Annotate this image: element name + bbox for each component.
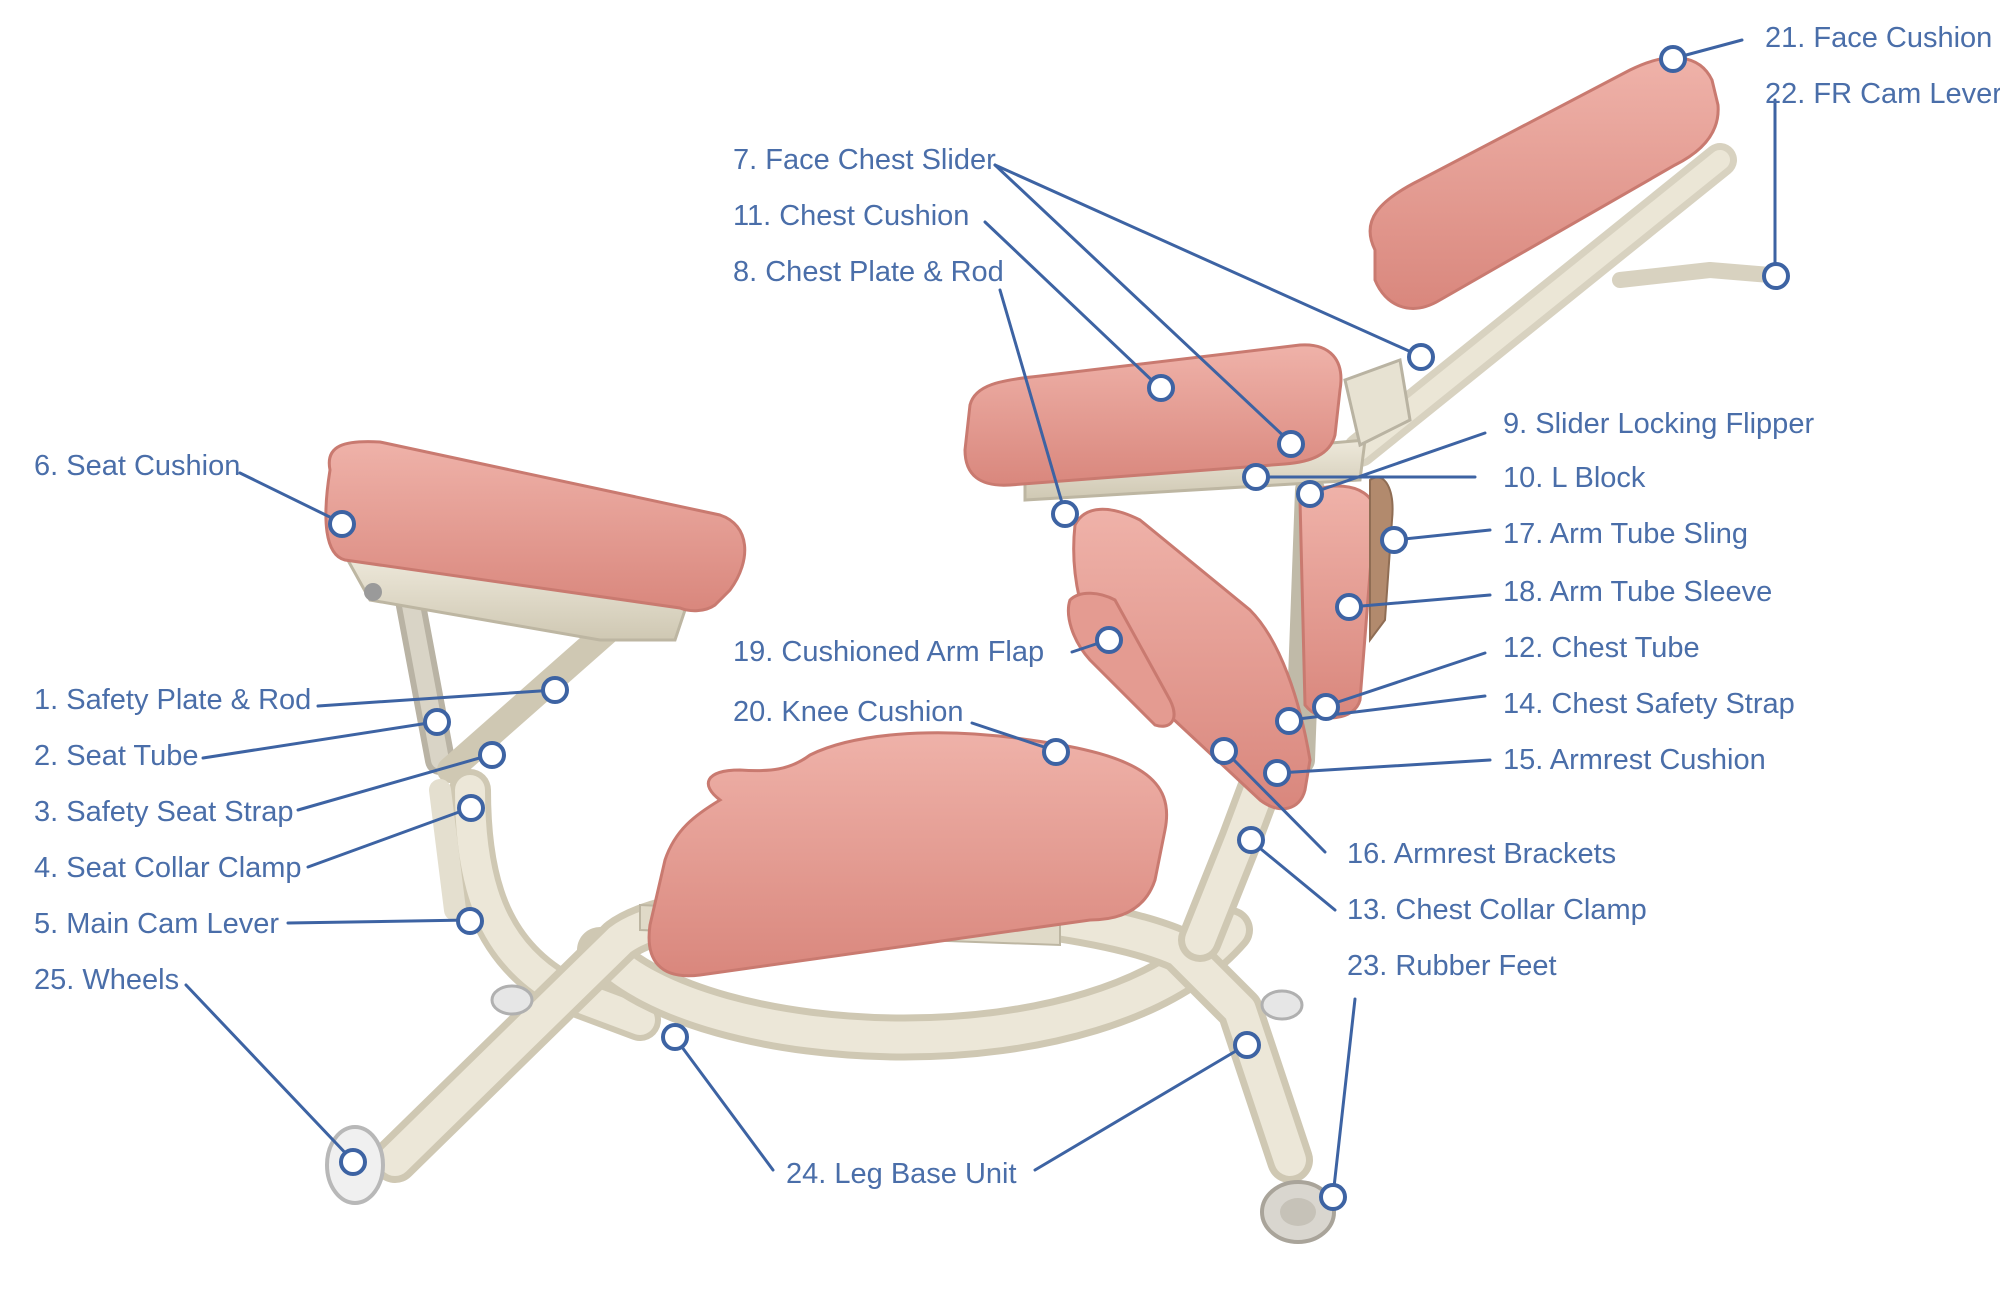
marker-15: [1263, 759, 1291, 787]
marker-3: [478, 741, 506, 769]
leader-line-15: [1276, 758, 1492, 775]
leader-line-23: [1331, 997, 1357, 1198]
leader-line-25: [184, 983, 354, 1162]
leader-line-22: [1773, 98, 1779, 277]
label-chest-plate-rod: 8. Chest Plate & Rod: [733, 256, 1004, 288]
marker-4: [457, 794, 485, 822]
label-face-chest-slider: 7. Face Chest Slider: [733, 144, 996, 176]
cushions-group: [324, 56, 1720, 978]
marker-12: [1312, 693, 1340, 721]
arm-tube-sling-shape: [1369, 476, 1394, 643]
label-arm-tube-sling: 17. Arm Tube Sling: [1503, 518, 1749, 550]
leader-line-13: [1248, 838, 1337, 912]
label-chest-safety-strap: 14. Chest Safety Strap: [1503, 688, 1795, 720]
label-chest-cushion: 11. Chest Cushion: [733, 200, 970, 232]
leader-line-3: [296, 753, 492, 812]
marker-24a: [661, 1023, 689, 1051]
seat-cushion-shape: [324, 440, 747, 613]
callout-markers: [328, 45, 1790, 1211]
marker-24b: [1233, 1031, 1261, 1059]
marker-10: [1242, 463, 1270, 491]
marker-23: [1319, 1183, 1347, 1211]
label-chest-tube: 12. Chest Tube: [1503, 632, 1700, 664]
leader-line-24b: [1033, 1043, 1248, 1172]
marker-8: [1051, 500, 1079, 528]
marker-17: [1380, 526, 1408, 554]
face-slider-block: [1343, 357, 1412, 448]
marker-2: [423, 708, 451, 736]
label-arm-tube-sleeve: 18. Arm Tube Sleeve: [1503, 576, 1773, 608]
leader-line-9: [1310, 431, 1487, 495]
label-chest-collar-clamp: 13. Chest Collar Clamp: [1347, 894, 1647, 926]
label-seat-cushion: 6. Seat Cushion: [34, 450, 241, 482]
label-safety-plate-rod: 1. Safety Plate & Rod: [34, 684, 312, 716]
label-armrest-brackets: 16. Armrest Brackets: [1347, 838, 1617, 870]
label-rubber-feet: 23. Rubber Feet: [1347, 950, 1557, 982]
marker-21: [1659, 45, 1687, 73]
main-cam-lever-shape: [429, 779, 466, 921]
marker-7b: [1407, 343, 1435, 371]
seat-support-rod: [437, 607, 633, 783]
leader-lines: [184, 38, 1779, 1198]
leader-line-24a: [674, 1037, 775, 1172]
front-wheel: [1260, 989, 1304, 1021]
marker-1: [541, 676, 569, 704]
label-knee-cushion: 20. Knee Cushion: [733, 696, 964, 728]
leader-line-5: [286, 918, 472, 925]
label-main-cam-lever: 5. Main Cam Lever: [34, 908, 279, 940]
marker-19: [1095, 626, 1123, 654]
leader-line-8: [998, 288, 1067, 515]
leader-line-12: [1324, 651, 1487, 708]
label-seat-collar-clamp: 4. Seat Collar Clamp: [34, 852, 302, 884]
marker-14: [1275, 707, 1303, 735]
label-l-block: 10. L Block: [1503, 462, 1646, 494]
chest-cushion-shape: [963, 343, 1343, 487]
leader-line-6: [238, 471, 342, 524]
label-wheels: 25. Wheels: [34, 964, 180, 996]
leader-line-4: [306, 806, 472, 869]
marker-5: [456, 907, 484, 935]
marker-6: [328, 510, 356, 538]
marker-25: [339, 1148, 367, 1176]
face-cushion-shape: [1368, 56, 1720, 310]
leader-line-11: [983, 220, 1162, 390]
marker-18: [1335, 593, 1363, 621]
label-leg-base-unit: 24. Leg Base Unit: [786, 1158, 1017, 1190]
marker-13: [1237, 826, 1265, 854]
rear-wheel-2: [490, 984, 534, 1016]
leader-line-2: [201, 720, 437, 760]
label-armrest-cushion: 15. Armrest Cushion: [1503, 744, 1766, 776]
label-face-cushion: 21. Face Cushion: [1765, 22, 1993, 54]
marker-20: [1042, 738, 1070, 766]
leader-line-7a: [993, 163, 1292, 444]
label-seat-tube: 2. Seat Tube: [34, 740, 199, 772]
marker-9: [1296, 480, 1324, 508]
marker-7a: [1277, 430, 1305, 458]
leader-line-7b: [993, 163, 1422, 358]
label-slider-locking-flipper: 9. Slider Locking Flipper: [1503, 408, 1815, 440]
leader-line-1: [316, 688, 557, 708]
leader-line-18: [1348, 593, 1492, 609]
knee-cushion-shape: [647, 731, 1169, 978]
leader-line-16: [1224, 750, 1327, 854]
fr-cam-lever-shape: [1612, 262, 1778, 288]
arm-flap-shape: [1066, 591, 1176, 728]
marker-16: [1210, 737, 1238, 765]
label-cushioned-arm-flap: 19. Cushioned Arm Flap: [733, 636, 1045, 668]
label-safety-seat-strap: 3. Safety Seat Strap: [34, 796, 294, 828]
label-fr-cam-lever: 22. FR Cam Lever: [1765, 78, 2000, 110]
marker-22: [1762, 262, 1790, 290]
marker-11: [1147, 374, 1175, 402]
leader-line-20: [970, 721, 1058, 753]
leader-line-17: [1393, 528, 1492, 542]
